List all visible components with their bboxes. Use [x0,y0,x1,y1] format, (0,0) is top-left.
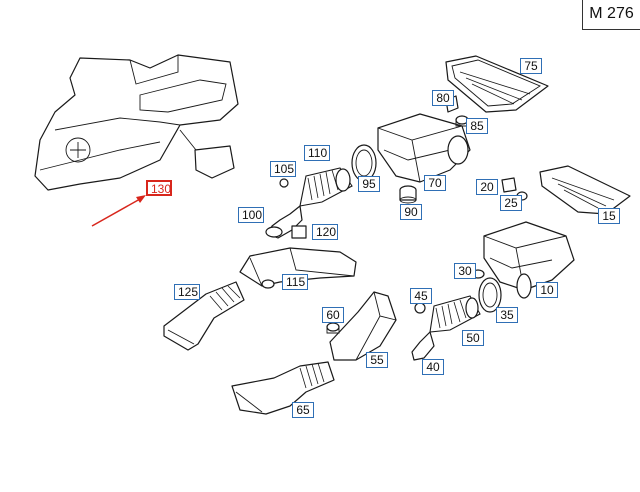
callout-50[interactable]: 50 [462,330,484,346]
air-filter-element-15[interactable] [539,165,631,215]
callout-70[interactable]: 70 [424,175,446,191]
callout-75[interactable]: 75 [520,58,542,74]
callout-125[interactable]: 125 [174,284,200,300]
rubber-mount-90[interactable] [399,185,417,204]
air-duct-65[interactable] [231,361,335,415]
callout-100[interactable]: 100 [238,207,264,223]
callout-65[interactable]: 65 [292,402,314,418]
plug-60[interactable] [326,322,340,334]
callout-90[interactable]: 90 [400,204,422,220]
model-code-label: M 276 [582,0,640,30]
sensor-20[interactable] [501,177,517,193]
callout-130[interactable]: 130 [146,180,172,196]
callout-95[interactable]: 95 [358,176,380,192]
air-duct-55[interactable] [329,291,397,361]
callout-30[interactable]: 30 [454,263,476,279]
intake-hose-110[interactable] [265,167,353,239]
callout-115[interactable]: 115 [282,274,308,290]
callout-15[interactable]: 15 [598,208,620,224]
callout-120[interactable]: 120 [312,224,338,240]
callout-105[interactable]: 105 [270,161,296,177]
engine-cover-part[interactable] [34,54,239,191]
intake-hose-50[interactable] [411,295,481,361]
callout-60[interactable]: 60 [322,307,344,323]
air-filter-element-75[interactable] [445,55,549,113]
callout-20[interactable]: 20 [476,179,498,195]
clamp-105[interactable] [279,178,289,188]
seal-ring-35[interactable] [478,277,502,313]
clamp-45[interactable] [414,302,426,314]
callout-45[interactable]: 45 [410,288,432,304]
callout-40[interactable]: 40 [422,359,444,375]
callout-110[interactable]: 110 [304,145,330,161]
callout-55[interactable]: 55 [366,352,388,368]
air-duct-115[interactable] [239,247,357,289]
air-box-10[interactable] [483,221,575,299]
air-duct-125[interactable] [163,281,245,351]
seal-ring-95[interactable] [351,144,377,182]
callout-80[interactable]: 80 [432,90,454,106]
callout-10[interactable]: 10 [536,282,558,298]
highlight-arrow [91,195,146,227]
sensor-120[interactable] [291,225,307,239]
callout-25[interactable]: 25 [500,195,522,211]
callout-35[interactable]: 35 [496,307,518,323]
callout-85[interactable]: 85 [466,118,488,134]
air-box-70[interactable] [377,113,471,183]
